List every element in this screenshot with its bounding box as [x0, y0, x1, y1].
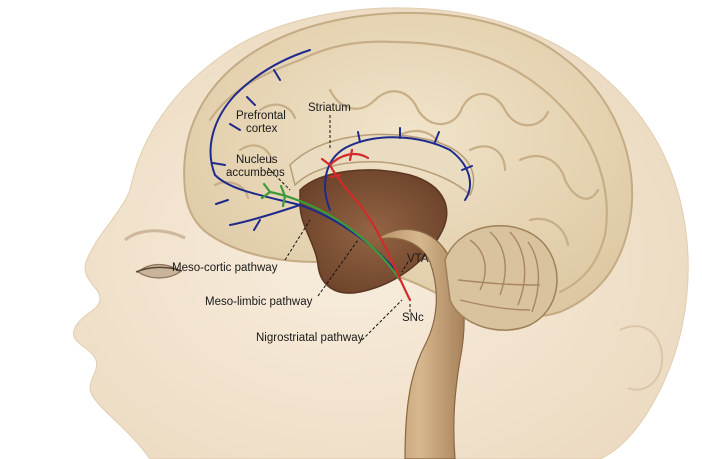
label-mesocortic-pathway: Meso-cortic pathway	[172, 262, 278, 274]
mesolimbic-pathway	[260, 182, 402, 282]
label-nucleus-accumbens-1: Nucleus	[236, 154, 278, 166]
label-nucleus-accumbens-2: accumbens	[226, 167, 285, 179]
eyebrow	[124, 229, 186, 242]
label-striatum: Striatum	[308, 102, 351, 114]
leader-lines	[267, 115, 411, 341]
eye-lash	[135, 266, 183, 273]
ear	[619, 325, 664, 391]
label-snc: SNc	[402, 312, 424, 324]
deep-brain	[299, 169, 448, 294]
corpus-callosum	[289, 133, 475, 197]
cerebellum	[444, 224, 558, 331]
label-prefrontal-cortex-2: cortex	[246, 123, 278, 135]
label-nigrostriatal-pathway: Nigrostriatal pathway	[256, 332, 364, 344]
label-mesolimbic-pathway: Meso-limbic pathway	[205, 296, 313, 308]
nigrostriatal-pathway	[320, 148, 412, 302]
label-vta: VTA	[407, 253, 429, 265]
brainstem	[374, 228, 465, 459]
label-prefrontal-cortex-1: Prefrontal	[236, 110, 286, 122]
gyri-folds	[208, 40, 608, 294]
